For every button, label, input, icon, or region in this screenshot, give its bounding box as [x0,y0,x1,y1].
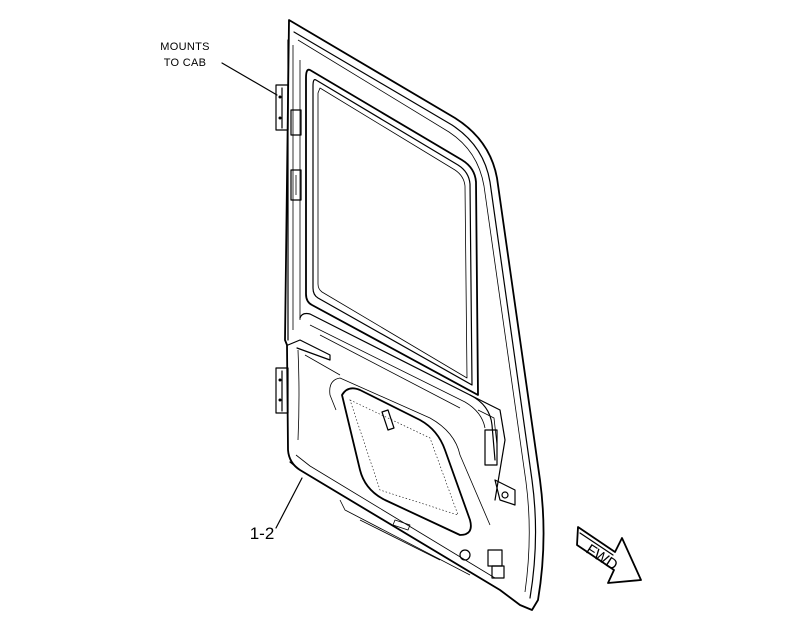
part-ref-callout: 1-2 [250,477,303,543]
door-outer-edge [284,19,545,611]
part-ref-leader-line [275,477,303,529]
mounts-label-line1: MOUNTS [160,41,209,53]
upper-hinge [275,84,289,131]
mounts-leader-line [221,62,278,96]
door-panel [284,19,545,611]
fwd-arrow-shape [576,526,642,584]
part-ref-label: 1-2 [250,524,275,543]
fwd-direction-arrow: FWD [576,526,642,584]
door-handle [381,409,395,431]
mounts-label-line2: TO CAB [164,57,207,69]
inner-trim-recess [341,387,472,536]
lower-hinge [275,367,289,414]
door-inner-edge [293,31,537,599]
mounts-callout: MOUNTS TO CAB [160,41,278,96]
window-opening [305,68,479,396]
fwd-label: FWD [583,541,621,574]
